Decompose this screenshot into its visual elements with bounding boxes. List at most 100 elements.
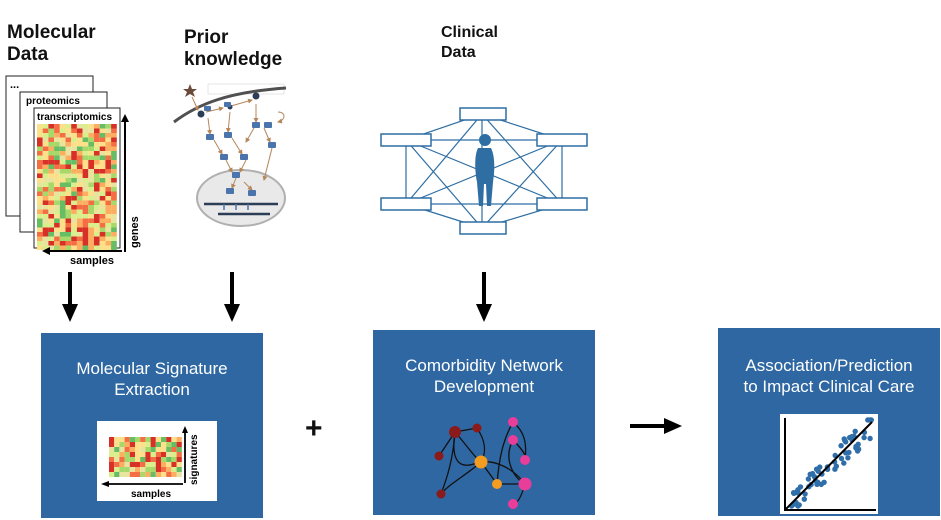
- heatmap-cell: [88, 227, 94, 232]
- heatmap-cell: [82, 178, 89, 183]
- heatmap-cell: [105, 137, 112, 142]
- heatmap-cell: [99, 223, 106, 228]
- heatmap-cell: [59, 223, 66, 228]
- heatmap-cell: [82, 155, 89, 160]
- heatmap-cell: [135, 467, 141, 472]
- heatmap-cell: [99, 200, 106, 205]
- heatmap-cell: [42, 218, 49, 223]
- heatmap-cell: [54, 164, 60, 169]
- heatmap-cell: [59, 245, 66, 250]
- heatmap-cell: [129, 452, 135, 457]
- heatmap-cell: [48, 223, 55, 228]
- heatmap-cell: [124, 437, 130, 442]
- heatmap-cell: [99, 151, 106, 156]
- molecular-data-stack: ... proteomics transcriptomics genes sam…: [5, 75, 141, 267]
- heatmap-cell: [150, 472, 156, 477]
- prediction-scatter-plot: [780, 414, 878, 514]
- heatmap-cell: [65, 142, 72, 147]
- heatmap-cell: [94, 241, 100, 246]
- pathway-membrane: [173, 86, 287, 124]
- heatmap-cell: [105, 191, 112, 196]
- heatmap-cell: [99, 124, 106, 129]
- prediction-title-line1: Association/Prediction: [745, 356, 913, 375]
- prior-knowledge-pathway: [173, 83, 287, 227]
- heatmap-cell: [42, 187, 49, 192]
- pathway-nodes: [204, 102, 276, 196]
- heatmap-cell: [76, 209, 83, 214]
- scatter-point: [846, 449, 852, 456]
- scatter-point: [813, 466, 820, 472]
- heatmap-cell: [119, 457, 125, 462]
- heatmap-cell: [88, 133, 94, 138]
- heatmap-cell: [94, 128, 100, 133]
- heatmap-cell: [54, 124, 60, 129]
- heatmap-cell: [99, 142, 106, 147]
- down-arrow-molecular: [62, 272, 78, 322]
- heatmap-cell: [65, 223, 72, 228]
- heatmap-cell: [82, 128, 89, 133]
- heatmap-cell: [88, 218, 94, 223]
- heatmap-cell: [145, 452, 151, 457]
- heatmap-cell: [111, 173, 117, 178]
- heatmap-cell: [59, 205, 66, 210]
- heatmap-cell: [88, 191, 94, 196]
- heatmap-cell: [71, 182, 77, 187]
- heatmap-cell: [37, 196, 43, 201]
- stack-label-transcriptomics: transcriptomics: [37, 112, 112, 123]
- heatmap-cell: [155, 452, 161, 457]
- heatmap-cell: [71, 214, 77, 219]
- heatmap-cell: [161, 457, 167, 462]
- network-node: [474, 455, 488, 469]
- heatmap-cell: [48, 164, 55, 169]
- heatmap-cell: [99, 137, 106, 142]
- scatter-point: [852, 428, 858, 434]
- heatmap-cell: [135, 442, 141, 447]
- heatmap-cell: [65, 169, 72, 174]
- pathway-dna-markers: [223, 204, 249, 210]
- signature-extraction-title: Molecular Signature Extraction: [41, 358, 263, 400]
- scatter-point: [845, 455, 851, 461]
- heatmap-cell: [88, 209, 94, 214]
- heatmap-cell: [65, 218, 72, 223]
- scatter-point: [796, 502, 802, 508]
- heatmap-cell: [171, 457, 177, 462]
- heatmap-cell: [105, 178, 112, 183]
- network-node: [508, 417, 518, 427]
- scatter-point: [802, 491, 808, 497]
- heatmap-cell: [88, 155, 94, 160]
- heatmap-cell: [94, 191, 100, 196]
- heatmap-cell: [48, 232, 55, 237]
- heatmap-cell: [99, 214, 106, 219]
- heatmap-cell: [99, 146, 106, 151]
- heatmap-cell: [82, 151, 89, 156]
- heatmap-cell: [76, 232, 83, 237]
- heatmap-cell: [150, 447, 156, 452]
- heatmap-cell: [150, 442, 156, 447]
- heatmap-cell: [94, 137, 100, 142]
- heatmap-cell: [37, 160, 43, 165]
- heatmap-cell: [82, 142, 89, 147]
- heatmap-cell: [166, 472, 172, 477]
- heatmap-cell: [114, 452, 120, 457]
- heatmap-cell: [76, 133, 83, 138]
- heatmap-cell: [166, 442, 172, 447]
- heatmap-cell: [124, 462, 130, 467]
- heatmap-cell: [119, 462, 125, 467]
- heatmap-cell: [59, 196, 66, 201]
- heatmap-cell: [42, 191, 49, 196]
- heatmap-cell: [105, 200, 112, 205]
- heatmap-cell: [59, 142, 66, 147]
- network-node: [434, 451, 444, 461]
- heatmap-cell: [42, 137, 49, 142]
- molecular-data-title: Molecular Data: [7, 22, 96, 66]
- heatmap-cell: [76, 151, 83, 156]
- heatmap-cell: [54, 137, 60, 142]
- heatmap-cell: [111, 214, 117, 219]
- heatmap-cell: [171, 462, 177, 467]
- heatmap-cell: [82, 137, 89, 142]
- heatmap-cell: [155, 447, 161, 452]
- signature-heatmap: [109, 437, 182, 477]
- heatmap-cell: [155, 467, 161, 472]
- heatmap-cell: [42, 227, 49, 232]
- heatmap-cell: [71, 223, 77, 228]
